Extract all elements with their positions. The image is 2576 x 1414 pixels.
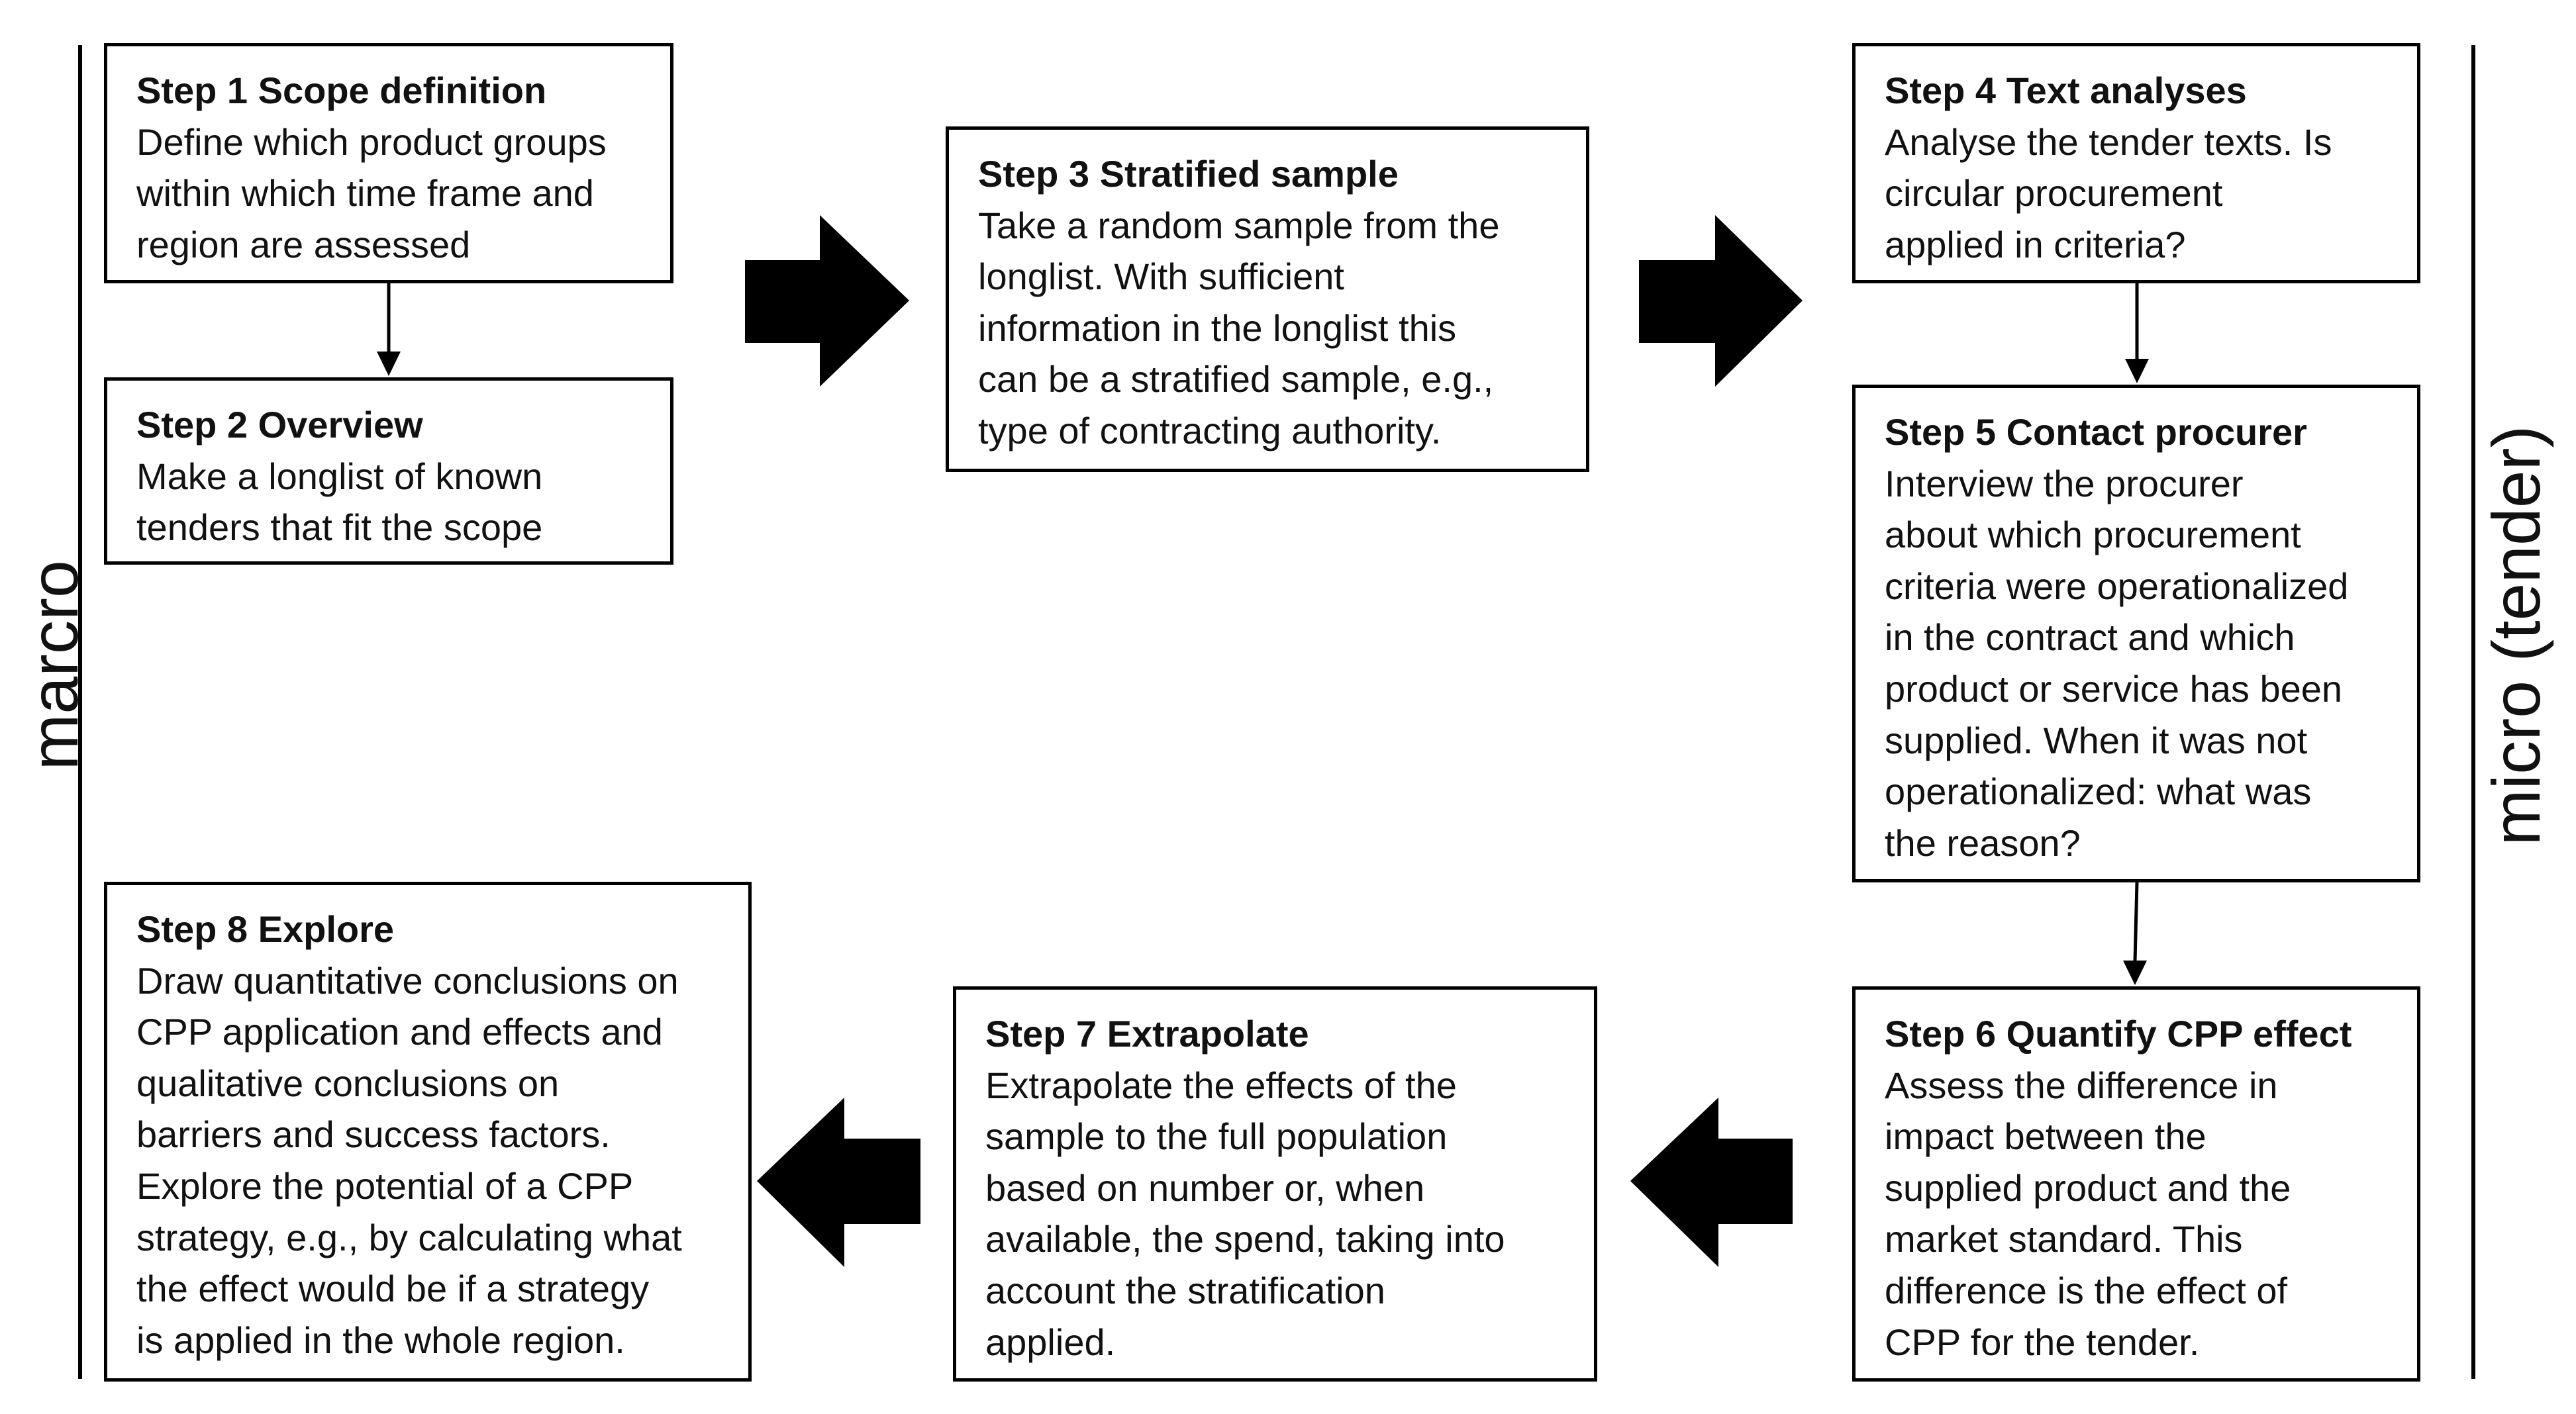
step-3-line: information in the longlist this xyxy=(978,306,1457,349)
step-1-line: within which time frame and xyxy=(136,172,594,214)
step-8-title: Step 8 Explore xyxy=(136,908,395,950)
step-5-line: operationalized: what was xyxy=(1885,771,2312,813)
step-2-line: Make a longlist of known xyxy=(136,455,543,497)
step-1-title: Step 1 Scope definition xyxy=(136,70,547,111)
step-3-line: can be a stratified sample, e.g., xyxy=(978,358,1494,401)
step-6-line: difference is the effect of xyxy=(1885,1269,2288,1311)
step-7-box: Step 7 Extrapolate Extrapolate the effec… xyxy=(953,986,1597,1382)
step-6-line: market standard. This xyxy=(1885,1218,2243,1260)
step-3-line: Take a random sample from the xyxy=(978,204,1500,246)
step-6-line: Assess the difference in xyxy=(1885,1064,2278,1106)
step-7-line: sample to the full population xyxy=(985,1115,1448,1158)
step-5-line: supplied. When it was not xyxy=(1885,719,2308,761)
step-2-line: tenders that fit the scope xyxy=(136,506,543,549)
step-5-line: about which procurement xyxy=(1885,514,2301,556)
step-8-line: strategy, e.g., by calculating what xyxy=(136,1216,682,1258)
arrowhead-down-icon xyxy=(2125,359,2149,383)
block-arrow-left-icon xyxy=(1630,1098,1793,1267)
step-8-line: barriers and success factors. xyxy=(136,1113,611,1156)
step-7-line: based on number or, when xyxy=(985,1166,1425,1209)
step-8-line: Explore the potential of a CPP xyxy=(136,1164,634,1207)
step-6-line: supplied product and the xyxy=(1885,1166,2291,1209)
arrowhead-down-icon xyxy=(2123,961,2147,985)
step-2-box: Step 2 Overview Make a longlist of known… xyxy=(104,377,673,565)
step-4-line: applied in criteria? xyxy=(1885,223,2186,265)
step-8-line: qualitative conclusions on xyxy=(136,1062,560,1104)
connector-step1-to-step2 xyxy=(377,283,401,376)
step-5-title: Step 5 Contact procurer xyxy=(1885,411,2307,453)
step-5-line: Interview the procurer xyxy=(1885,462,2244,504)
micro-divider-line xyxy=(2471,45,2475,1379)
step-4-box: Step 4 Text analyses Analyse the tender … xyxy=(1852,43,2420,283)
step-3-line: longlist. With sufficient xyxy=(978,256,1344,298)
step-8-line: CPP application and effects and xyxy=(136,1011,663,1053)
connector-step4-to-step5 xyxy=(2125,283,2149,383)
step-1-line: Define which product groups xyxy=(136,120,607,163)
step-5-box: Step 5 Contact procurer Interview the pr… xyxy=(1852,385,2420,882)
macro-divider-line xyxy=(78,45,82,1379)
step-1-box: Step 1 Scope definition Define which pro… xyxy=(104,43,673,283)
block-arrow-right-icon xyxy=(745,215,909,387)
step-6-box: Step 6 Quantify CPP effect Assess the di… xyxy=(1852,986,2420,1382)
step-8-box: Step 8 Explore Draw quantitative conclus… xyxy=(104,882,752,1382)
step-7-line: available, the spend, taking into xyxy=(985,1218,1505,1260)
step-4-line: Analyse the tender texts. Is xyxy=(1885,120,2332,163)
connector-step5-to-step6 xyxy=(2123,882,2147,985)
step-6-line: CPP for the tender. xyxy=(1885,1321,2200,1363)
step-5-line: product or service has been xyxy=(1885,667,2343,710)
step-7-line: Extrapolate the effects of the xyxy=(985,1064,1457,1106)
step-8-line: is applied in the whole region. xyxy=(136,1319,625,1361)
step-5-line: criteria were operationalized xyxy=(1885,565,2349,607)
block-arrow-left-icon xyxy=(757,1098,920,1267)
step-4-title: Step 4 Text analyses xyxy=(1885,70,2247,111)
step-1-line: region are assessed xyxy=(136,223,471,265)
step-2-title: Step 2 Overview xyxy=(136,404,423,446)
step-3-box: Step 3 Stratified sample Take a random s… xyxy=(946,126,1589,472)
connector-line xyxy=(2133,882,2139,963)
step-8-line: the effect would be if a strategy xyxy=(136,1268,650,1310)
step-8-line: Draw quantitative conclusions on xyxy=(136,959,679,1002)
step-6-line: impact between the xyxy=(1885,1115,2206,1158)
step-6-title: Step 6 Quantify CPP effect xyxy=(1885,1013,2352,1055)
step-3-title: Step 3 Stratified sample xyxy=(978,153,1399,195)
step-7-line: applied. xyxy=(985,1321,1116,1363)
step-7-title: Step 7 Extrapolate xyxy=(985,1013,1309,1055)
step-5-line: the reason? xyxy=(1885,822,2081,864)
block-arrow-right-icon xyxy=(1639,215,1803,387)
arrowhead-down-icon xyxy=(377,352,401,376)
step-4-line: circular procurement xyxy=(1885,172,2223,214)
step-5-line: in the contract and which xyxy=(1885,616,2295,659)
step-7-line: account the stratification xyxy=(985,1269,1385,1311)
step-3-line: type of contracting authority. xyxy=(978,409,1442,451)
